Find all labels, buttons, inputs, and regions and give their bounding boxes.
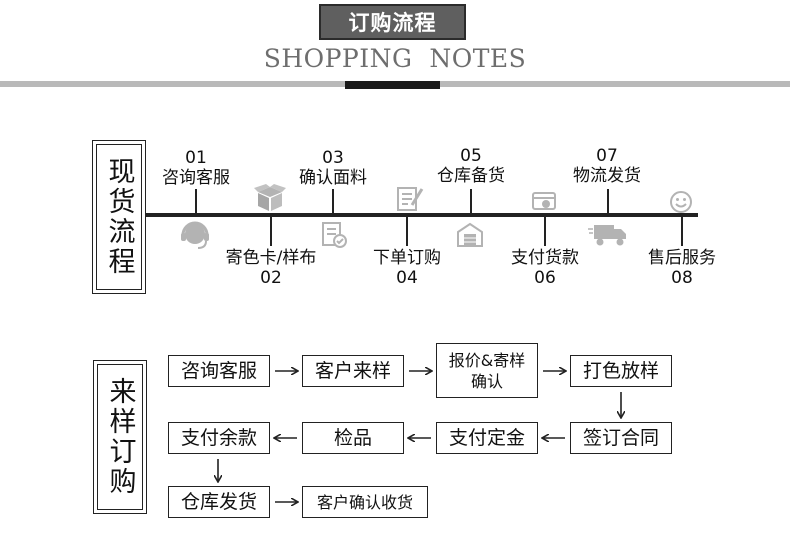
timeline-tick <box>195 189 197 214</box>
sample-process-label: 来样订购 <box>104 377 136 497</box>
flow-step-sign-contract: 签订合同 <box>570 422 672 454</box>
timeline-step-01: 01 咨询客服 <box>146 148 246 188</box>
step-label: 下单订购 <box>373 248 441 268</box>
header-divider-accent <box>345 81 440 89</box>
step-number: 05 <box>460 146 482 166</box>
step-label: 寄色卡/样布 <box>225 248 317 268</box>
timeline-tick <box>681 216 683 246</box>
warehouse-icon <box>457 222 483 247</box>
timeline-tick <box>332 189 334 214</box>
step-label: 咨询客服 <box>162 168 230 188</box>
step-number: 04 <box>396 268 418 288</box>
delivery-truck-icon <box>588 225 626 246</box>
stock-process-label-box: 现货流程 <box>92 140 146 294</box>
timeline-step-06: 支付货款 06 <box>495 248 595 288</box>
timeline-step-05: 05 仓库备货 <box>421 146 521 186</box>
step-number: 07 <box>596 146 618 166</box>
flow-step-inspection: 检品 <box>302 422 404 454</box>
package-box-icon <box>254 184 286 211</box>
timeline-line <box>145 213 698 217</box>
step-label: 支付货款 <box>511 248 579 268</box>
flow-step-quote-sample-confirm: 报价&寄样 确认 <box>436 343 538 398</box>
flow-step-color-matching: 打色放样 <box>570 355 672 387</box>
timeline-step-02: 寄色卡/样布 02 <box>211 248 331 288</box>
timeline-tick <box>607 189 609 214</box>
step-number: 02 <box>260 268 282 288</box>
customer-service-headset-icon <box>181 221 209 249</box>
payment-icon <box>532 192 556 210</box>
step-label: 确认面料 <box>299 168 367 188</box>
flow-step-customer-sample: 客户来样 <box>302 355 404 387</box>
timeline-tick <box>470 189 472 214</box>
flow-step-warehouse-ship: 仓库发货 <box>168 486 270 518</box>
timeline-step-04: 下单订购 04 <box>357 248 457 288</box>
timeline-step-07: 07 物流发货 <box>557 146 657 186</box>
flow-step-pay-balance: 支付余款 <box>168 422 270 454</box>
flow-step-customer-confirm-receipt: 客户确认收货 <box>302 486 428 518</box>
timeline-tick <box>406 216 408 246</box>
step-label: 售后服务 <box>648 248 716 268</box>
step-number: 06 <box>534 268 556 288</box>
page-title: 订购流程 <box>319 4 466 40</box>
step-number: 08 <box>671 268 693 288</box>
step-number: 01 <box>185 148 207 168</box>
flow-step-consult: 咨询客服 <box>168 355 270 387</box>
flow-step-pay-deposit: 支付定金 <box>436 422 538 454</box>
timeline-tick <box>544 216 546 246</box>
step-label: 物流发货 <box>573 166 641 186</box>
document-check-icon <box>322 222 347 248</box>
timeline-step-03: 03 确认面料 <box>283 148 383 188</box>
smiley-face-icon <box>670 191 692 213</box>
stock-process-label: 现货流程 <box>103 157 135 277</box>
timeline-step-08: 售后服务 08 <box>632 248 732 288</box>
order-form-icon <box>397 187 424 211</box>
step-label: 仓库备货 <box>437 166 505 186</box>
step-number: 03 <box>322 148 344 168</box>
timeline-tick <box>270 216 272 246</box>
sample-process-label-box: 来样订购 <box>93 360 147 514</box>
page-subtitle: SHOPPING NOTES <box>263 44 527 73</box>
